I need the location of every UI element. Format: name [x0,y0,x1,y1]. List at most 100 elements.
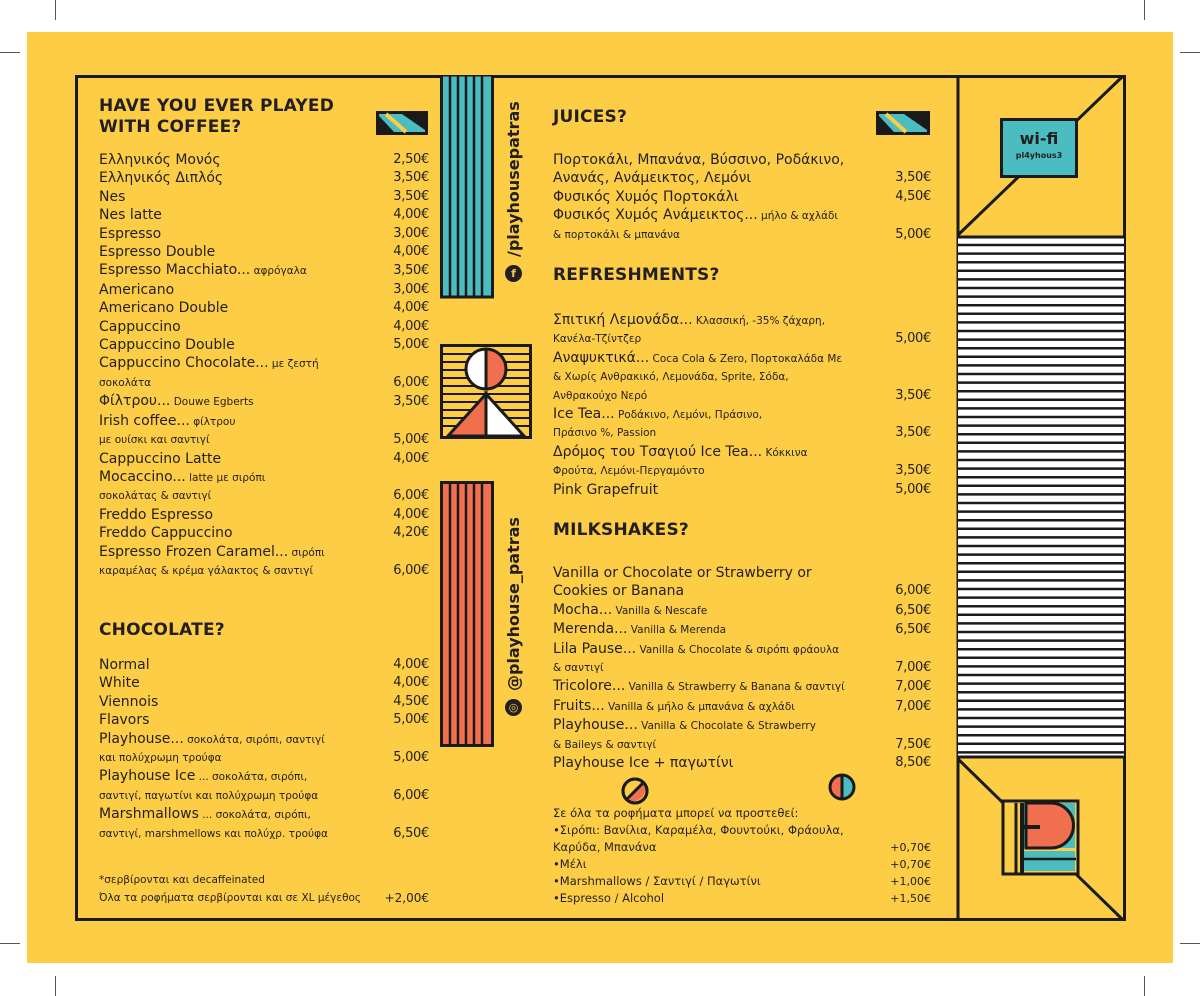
stripe-badge-icon [876,111,930,135]
item-name-text: Cappuccino Chocolate... [99,355,269,372]
item-price: 4,20€ [393,525,429,541]
item-name: Mocaccino... latte με σιρόπι [99,468,265,487]
extra-item: •Μέλι+0,70€ [553,856,931,873]
item-name: Nes [99,188,125,206]
item-description: Douwe Egberts [170,396,254,409]
item-price: 6,00€ [393,374,429,390]
item-name-text: Ανανάς, Ανάμεικτος, Λεμόνι [553,170,752,187]
menu-item: Fruits... Vanilla & μήλο & μπανάνα & αχλ… [553,697,931,716]
item-name: Lila Pause... Vanilla & Chocolate & σιρό… [553,640,839,659]
teal-stripes-graphic [440,75,494,299]
item-description: latte με σιρόπι [185,471,266,484]
no-symbol-icon [621,777,649,805]
item-name-text: Normal [99,657,150,673]
extra-price: +0,70€ [890,841,931,854]
extras-section: Σε όλα τα ροφήματα μπορεί να προστεθεί: … [553,805,931,907]
item-name-text: Vanilla or Chocolate or Strawberry or [553,565,812,581]
item-name: Irish coffee... φίλτρου [99,412,235,431]
menu-frame [75,75,1126,921]
item-name: Espresso [99,225,161,243]
footnotes: *σερβίρονται και decaffeinated Όλα τα ρο… [99,871,429,907]
juices-list: Πορτοκάλι, Μπανάνα, Βύσσινο, Ροδάκινο, Αν… [553,151,931,244]
facebook-handle[interactable]: f/playhousepatras [504,101,523,282]
orange-stripes-graphic [440,481,494,747]
item-price: 6,00€ [393,787,429,803]
extra-price: +1,50€ [890,892,931,905]
instagram-handle[interactable]: ◎ @playhouse_patras [504,517,523,716]
item-description: Vanilla & Strawberry & Banana & σαντιγί [625,681,845,694]
instagram-icon: ◎ [505,699,522,716]
extras-list: Καρύδα, Μπανάνα+0,70€•Μέλι+0,70€•Marshma… [553,839,931,907]
menu-item: Mocaccino... latte με σιρόπι [99,468,429,487]
item-price: 5,00€ [393,337,429,353]
item-description: αφρόγαλα [250,265,307,278]
item-description: με ζεστή [268,358,319,371]
milkshakes-title: MILKSHAKES? [553,520,689,540]
item-name-text: Nes latte [99,207,162,224]
item-name-text: Espresso Frozen Caramel... [99,543,289,560]
item-description-cont: Πράσινο %, Passion [553,427,657,440]
item-description: ... σοκολάτα, σιρόπι, [195,771,308,784]
item-price: 3,00€ [393,225,429,241]
item-description-cont: Φρούτα, Λεμόνι-Περγαμόντο [553,465,705,478]
item-price: 4,00€ [393,450,429,466]
item-name: Flavors [99,711,149,729]
item-name: Cappuccino [99,318,181,336]
item-name: Δρόμος του Τσαγιού Ice Tea... Κόκκινα [553,443,808,462]
item-description: Vanilla & Chocolate & σιρόπι φράουλα [636,643,840,656]
item-name: Φίλτρου... Douwe Egberts [99,392,254,411]
item-name: Vanilla or Chocolate or Strawberry or [553,564,812,582]
item-name-text: Playhouse Ice [99,768,196,785]
item-name-text: Espresso [99,225,162,242]
right-panel-graphic [956,75,1124,921]
item-name-text: Marshmallows [99,806,199,823]
item-price: 6,00€ [393,488,429,504]
item-name: Normal [99,656,150,674]
stripe-badge-icon [376,111,428,135]
menu-item: Espresso Frozen Caramel... σιρόπι [99,543,429,562]
item-price: 5,00€ [895,481,931,497]
item-description-cont: Κανέλα-Τζίντζερ [553,333,642,346]
item-name: Espresso Frozen Caramel... σιρόπι [99,543,325,562]
item-price: 8,50€ [895,755,931,771]
item-name-text: Πορτοκάλι, Μπανάνα, Βύσσινο, Ροδάκινο, [553,152,845,168]
item-price: 6,50€ [895,622,931,638]
item-description-cont: με ουίσκι και σαντιγί [99,434,210,447]
refreshments-title: REFRESHMENTS? [553,265,720,285]
item-price: 4,00€ [393,207,429,223]
item-name-text: Φυσικός Χυμός Ανάμεικτος... [553,207,758,224]
item-name: Φυσικός Χυμός Πορτοκάλι [553,188,739,206]
item-name-text: Playhouse Ice + παγωτίνι [553,755,734,772]
juices-section: JUICES? Πορτοκάλι, Μπανάνα, Βύσσινο, Ροδ… [553,107,931,242]
item-name: Espresso Double [99,243,215,261]
item-name-text: Freddo Espresso [99,506,214,523]
extra-label: •Μέλι [553,857,587,871]
item-price: 5,00€ [393,712,429,728]
extra-label: •Espresso / Alcohol [553,891,665,905]
item-description-cont: & Baileys & σαντιγί [553,738,657,751]
item-name-text: Cappuccino [99,318,181,335]
juices-title: JUICES? [553,107,628,127]
item-price: 7,00€ [895,679,931,695]
instagram-text: @playhouse_patras [504,517,523,691]
item-name-text: Ice Tea... [553,406,615,423]
item-price: 6,00€ [895,583,931,599]
item-name-text: Φυσικός Χυμός Πορτοκάλι [553,188,739,205]
item-price: 6,50€ [393,825,429,841]
item-name-text: Mocaccino... [99,468,186,485]
wifi-box: wi-fi pl4yhous3 [1000,118,1078,178]
item-name: Ice Tea... Ροδάκινο, Λεμόνι, Πράσινο, [553,405,762,424]
menu-item: Playhouse Ice + παγωτίνι 8,50€ [553,754,931,772]
